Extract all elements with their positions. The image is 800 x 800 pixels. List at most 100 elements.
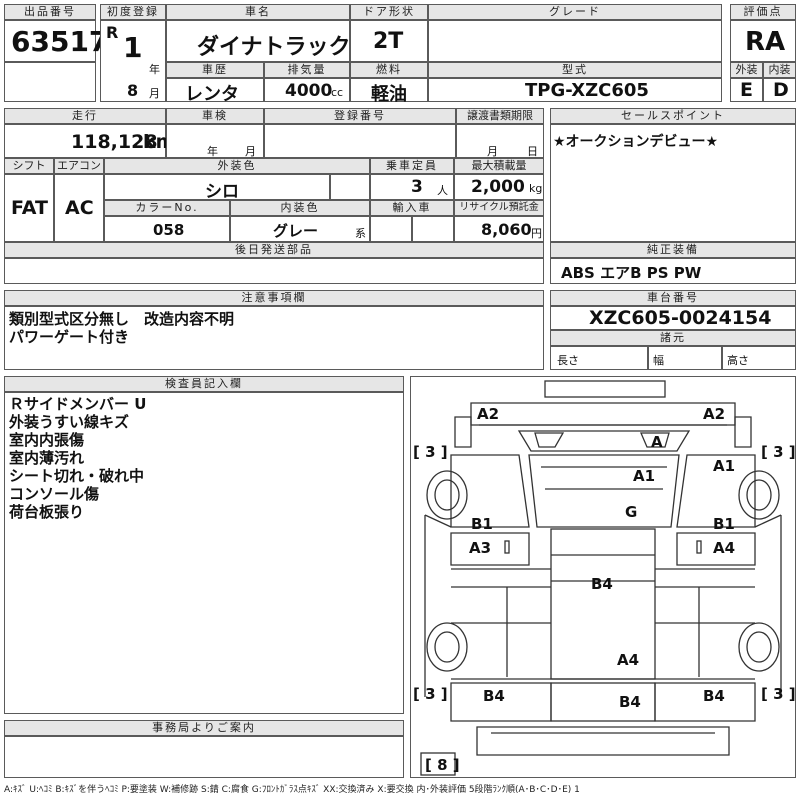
transfer-deadline-header: 譲渡書類期限: [456, 108, 544, 124]
lot-no-header: 出品番号: [4, 4, 96, 20]
reg-month: 8: [127, 81, 139, 100]
sales-point-cell: ★オークションデビュー★: [550, 124, 796, 242]
shift: FAT: [11, 197, 48, 219]
damage-legend: A:ｷｽﾞ U:ﾍｺﾐ B:ｷｽﾞを伴うﾍｺﾐ P:要塗装 W:補修跡 S:錆 …: [4, 785, 580, 795]
genuine-equip: ABS エアB PS PW: [561, 264, 702, 282]
inspection-header: 車検: [166, 108, 264, 124]
reg-no-header: 登録番号: [264, 108, 456, 124]
car-name: ダイナトラック: [197, 35, 351, 60]
shift-header: シフト: [4, 158, 54, 174]
score: RA: [745, 27, 786, 57]
color-no: 058: [153, 221, 185, 239]
shift-cell: FAT: [4, 174, 54, 242]
capacity: 3: [411, 177, 423, 197]
door-type: 2T: [373, 29, 404, 54]
fuel: 軽油: [371, 84, 407, 105]
fuel-header: 燃料: [350, 62, 428, 78]
model-code-cell: TPG-XZC605: [428, 78, 722, 102]
mark-a-windshield: A: [651, 433, 663, 451]
aircon-cell: AC: [54, 174, 104, 242]
aircon-header: エアコン: [54, 158, 104, 174]
mark-a3-left: A3: [469, 539, 491, 557]
sales-point-header: セールスポイント: [550, 108, 796, 124]
interior-grade: D: [773, 79, 789, 101]
int-color: グレー: [273, 222, 319, 240]
height-cell: 高さ: [722, 346, 796, 370]
mileage-header: 走行: [4, 108, 166, 124]
max-load: 2,000: [471, 177, 525, 197]
ext-color-header: 外装色: [104, 158, 370, 174]
mileage: 118,128: [71, 131, 158, 153]
later-parts-header: 後日発送部品: [4, 242, 544, 258]
ext-color: シロ: [205, 182, 239, 202]
displacement-cell: 4000 cc: [264, 78, 350, 102]
mark-tire-fr: [ 3 ]: [761, 443, 795, 461]
mark-b1-right: B1: [713, 515, 735, 533]
model-code: TPG-XZC605: [525, 80, 649, 101]
inspector-note: Ｒサイドメンバー U: [9, 395, 147, 413]
mark-g-center: G: [625, 503, 637, 521]
length-label: 長さ: [557, 354, 579, 367]
mark-a1-center: A1: [633, 467, 655, 485]
inspection-year-unit: 年: [207, 145, 218, 158]
history-cell: レンタ: [166, 78, 264, 105]
aircon: AC: [65, 197, 94, 219]
max-load-unit: kg: [529, 182, 543, 195]
mark-a2-right: A2: [703, 405, 725, 423]
width-cell: 幅: [648, 346, 722, 370]
inspection-month-unit: 月: [245, 145, 256, 158]
max-load-cell: 2,000 kg: [454, 174, 544, 200]
transfer-month-unit: 月: [487, 145, 498, 158]
capacity-cell: 3 人: [370, 174, 454, 200]
recycle-unit: 円: [531, 227, 542, 240]
reg-no-cell: [264, 124, 456, 158]
chassis-no: XZC605-0024154: [589, 307, 772, 329]
inspector-notes-header: 検査員記入欄: [4, 376, 404, 392]
first-reg-header: 初度登録: [100, 4, 166, 20]
notes-line: パワーゲート付き: [9, 328, 130, 346]
era: R: [106, 23, 119, 42]
door-type-cell: 2T: [350, 20, 428, 62]
mark-b4-right: B4: [703, 687, 725, 705]
model-code-header: 型式: [428, 62, 722, 78]
ext-color-cell: シロ: [104, 174, 330, 202]
lot-blank-cell: [4, 62, 96, 102]
inspector-notes-list: Ｒサイドメンバー U 外装うすい線キズ 室内内張傷 室内薄汚れ シート切れ・破れ…: [9, 395, 146, 521]
inspector-note: 室内内張傷: [9, 431, 85, 449]
mark-a4-lower: A4: [617, 651, 639, 669]
exterior-header: 外装: [730, 62, 763, 78]
mark-b1-left: B1: [471, 515, 493, 533]
transfer-day-unit: 日: [527, 145, 538, 158]
notes-list: 類別型式区分無し 改造内容不明 パワーゲート付き: [9, 310, 234, 346]
lot-no-cell: 63517: [4, 20, 108, 62]
capacity-header: 乗車定員: [370, 158, 454, 174]
displacement-header: 排気量: [264, 62, 350, 78]
interior-header: 内装: [763, 62, 796, 78]
mark-tire-rl: [ 3 ]: [413, 685, 448, 703]
inspector-note: 荷台板張り: [9, 503, 85, 521]
recycle: 8,060: [481, 220, 532, 239]
lot-no: 63517: [11, 25, 109, 58]
int-color-suffix: 系: [355, 227, 366, 240]
chassis-no-cell: XZC605-0024154: [550, 306, 796, 330]
exterior-grade-cell: E: [730, 78, 763, 102]
int-color-header: 内装色: [230, 200, 370, 216]
mark-b4-center: B4: [619, 693, 641, 711]
exterior-grade: E: [740, 79, 753, 101]
dimensions-header: 諸元: [550, 330, 796, 346]
width-label: 幅: [653, 354, 664, 367]
displacement: 4000: [285, 81, 333, 101]
genuine-equip-header: 純正装備: [550, 242, 796, 258]
ext-color-extra-cell: [330, 174, 370, 200]
truck-outline: A2 A2 A [ 3 ] [ 3 ] A1 A1 G B1 B1 A3 A4 …: [413, 380, 796, 776]
office-notice-header: 事務局よりご案内: [4, 720, 404, 736]
reg-year: 1: [123, 31, 143, 64]
mark-b4-left: B4: [483, 687, 505, 705]
inspector-note: シート切れ・破れ中: [9, 467, 145, 485]
notes-cell: 類別型式区分無し 改造内容不明 パワーゲート付き: [4, 306, 544, 370]
history-header: 車歴: [166, 62, 264, 78]
displacement-unit: cc: [331, 86, 344, 99]
car-name-header: 車名: [166, 4, 350, 20]
mark-spare: [ 8 ]: [425, 756, 460, 774]
recycle-cell: 8,060 円: [454, 216, 544, 242]
